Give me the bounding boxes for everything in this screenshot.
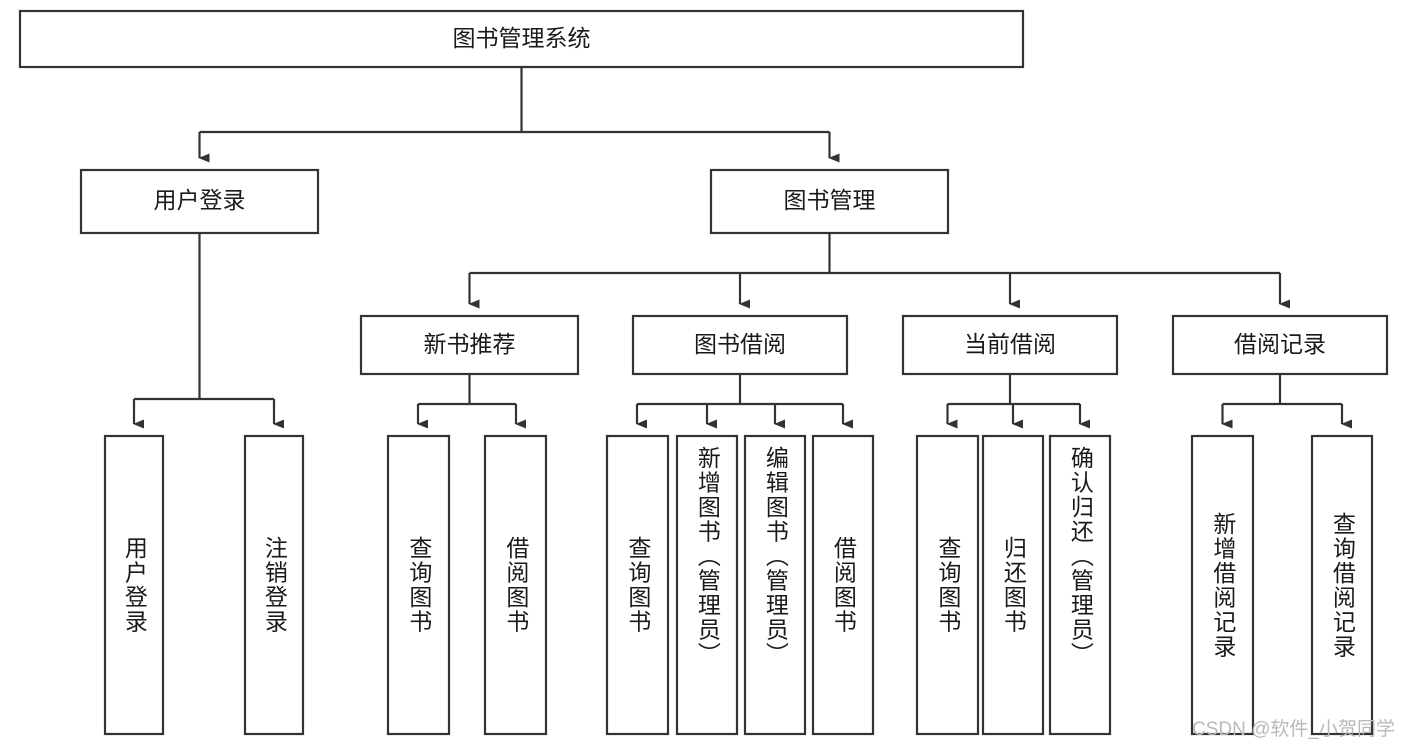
connector-group-user-login [132, 233, 284, 429]
node-box-borrow-record[interactable] [1171, 314, 1389, 376]
node-box-new-book-recommend[interactable] [359, 314, 580, 376]
node-box-root[interactable] [18, 9, 1025, 69]
node-label-root: 图书管理系统 [453, 25, 591, 51]
node-box-leaf-query-book-1[interactable] [386, 434, 451, 736]
node-label-book-borrow: 图书借阅 [694, 331, 786, 357]
node-label-new-book-recommend: 新书推荐 [424, 331, 516, 357]
node-box-book-management[interactable] [709, 168, 950, 235]
node-box-leaf-query-record[interactable] [1310, 434, 1374, 736]
node-box-book-borrow[interactable] [631, 314, 849, 376]
node-box-leaf-query-book-2[interactable] [605, 434, 670, 736]
node-box-leaf-borrow-book-1[interactable] [483, 434, 548, 736]
node-label-current-borrow: 当前借阅 [964, 331, 1056, 357]
node-label-user-login: 用户登录 [154, 187, 246, 213]
watermark-text: CSDN @软件_小贺同学 [1192, 719, 1395, 740]
node-box-leaf-edit-book[interactable] [743, 434, 807, 736]
connector-group-root [198, 67, 840, 163]
node-box-leaf-query-book-3[interactable] [915, 434, 980, 736]
connector-group-new-book-recommend [416, 374, 526, 429]
node-box-user-login[interactable] [79, 168, 320, 235]
node-box-leaf-confirm-return[interactable] [1048, 434, 1112, 736]
node-box-leaf-add-record[interactable] [1190, 434, 1255, 736]
node-box-leaf-add-book[interactable] [675, 434, 739, 736]
node-box-leaf-user-logout[interactable] [243, 434, 305, 736]
connector-group-book-management [468, 233, 1290, 309]
connector-group-current-borrow [946, 374, 1090, 429]
connector-group-borrow-record [1221, 374, 1352, 429]
node-box-leaf-user-login[interactable] [103, 434, 165, 736]
node-box-leaf-return-book[interactable] [981, 434, 1045, 736]
connector-group-book-borrow [635, 374, 853, 429]
node-label-book-management: 图书管理 [784, 187, 876, 213]
node-box-current-borrow[interactable] [901, 314, 1119, 376]
node-box-leaf-borrow-book-2[interactable] [811, 434, 875, 736]
node-label-borrow-record: 借阅记录 [1234, 331, 1326, 357]
